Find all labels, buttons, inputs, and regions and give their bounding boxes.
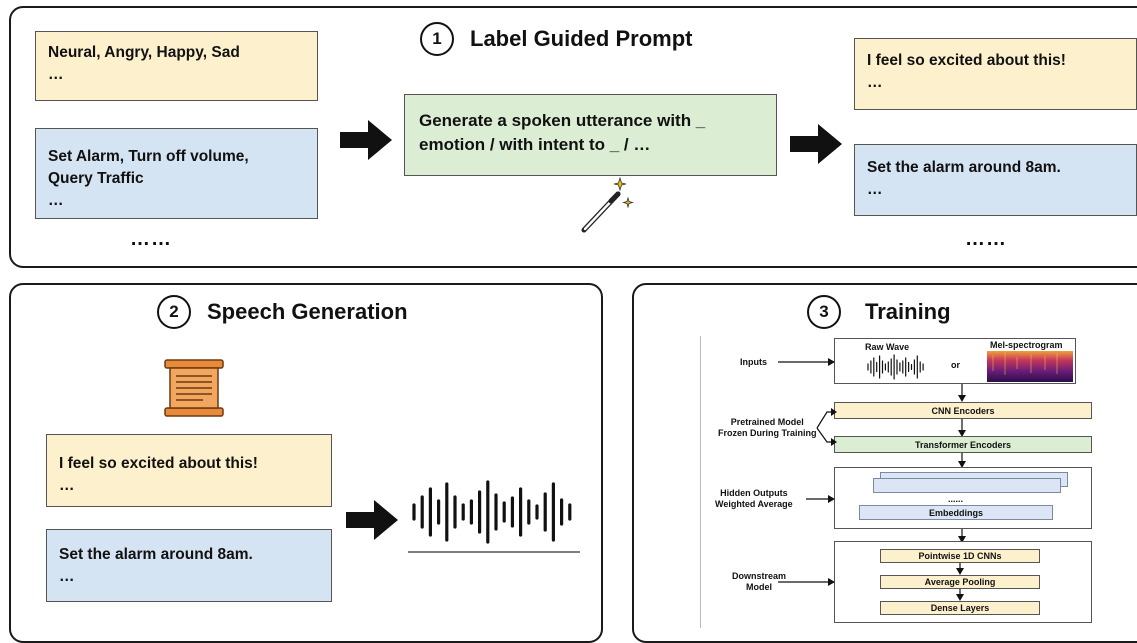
section3-title-text: Training bbox=[865, 299, 951, 324]
flow-arrow bbox=[956, 563, 964, 575]
speech-text-1: I feel so excited about this! bbox=[59, 455, 258, 472]
mel-spectrogram-label: Mel-spectrogram bbox=[990, 340, 1063, 350]
generated-intent-text: Set the alarm around 8am. bbox=[867, 159, 1061, 176]
right-ellipsis: …… bbox=[965, 228, 1007, 250]
left-ellipsis: …… bbox=[130, 228, 172, 250]
section2-title: 2 Speech Generation bbox=[157, 295, 408, 329]
dense-layers-box: Dense Layers bbox=[880, 601, 1040, 615]
embedding-layer-middle bbox=[873, 478, 1061, 493]
transformer-encoders-box: Transformer Encoders bbox=[834, 436, 1092, 453]
generated-intent-more: … bbox=[867, 181, 883, 198]
intent-labels-box: Set Alarm, Turn off volume, Query Traffi… bbox=[35, 128, 318, 219]
section3-number: 3 bbox=[807, 295, 841, 329]
speech-text-2-more: … bbox=[59, 568, 75, 585]
raw-wave-label: Raw Wave bbox=[865, 342, 910, 352]
generated-intent-text-box: Set the alarm around 8am. … bbox=[854, 144, 1137, 216]
magic-wand-icon bbox=[581, 176, 634, 233]
emotion-labels-more: … bbox=[48, 66, 64, 83]
section1-number: 1 bbox=[420, 22, 454, 56]
speech-text-box-2: Set the alarm around 8am. … bbox=[46, 529, 332, 602]
section1-title-text: Label Guided Prompt bbox=[470, 26, 693, 51]
raw-waveform-icon bbox=[867, 354, 924, 380]
flow-arrow bbox=[958, 529, 966, 543]
or-label: or bbox=[951, 360, 960, 370]
arrow-right-icon bbox=[340, 120, 392, 160]
downstream-arrow bbox=[778, 578, 835, 586]
speech-text-1-more: … bbox=[59, 477, 75, 494]
pointwise-cnn-box: Pointwise 1D CNNs bbox=[880, 549, 1040, 563]
inputs-label: Inputs bbox=[740, 357, 767, 367]
pretrained-label: Pretrained Model Frozen During Training bbox=[718, 417, 817, 438]
flow-arrow bbox=[958, 419, 966, 437]
section3-title: 3 Training bbox=[807, 295, 951, 329]
section1-title: 1 Label Guided Prompt bbox=[420, 22, 692, 56]
speech-text-2: Set the alarm around 8am. bbox=[59, 546, 253, 563]
waveform-icon bbox=[408, 480, 580, 553]
mel-texture bbox=[992, 353, 1058, 375]
section2-title-text: Speech Generation bbox=[207, 299, 408, 324]
average-pooling-box: Average Pooling bbox=[880, 575, 1040, 589]
hidden-outputs-arrow bbox=[806, 495, 835, 503]
arrow-right-icon bbox=[346, 500, 398, 540]
mel-spectrogram-image bbox=[987, 351, 1073, 382]
emotion-labels-box: Neural, Angry, Happy, Sad … bbox=[35, 31, 318, 101]
intent-labels-text-1: Set Alarm, Turn off volume, bbox=[48, 148, 249, 165]
prompt-template-line-1: Generate a spoken utterance with _ bbox=[419, 111, 706, 130]
section2-number: 2 bbox=[157, 295, 191, 329]
flow-arrow bbox=[956, 589, 964, 601]
prompt-template-line-2: emotion / with intent to _ / … bbox=[419, 135, 651, 154]
inputs-arrow bbox=[778, 358, 835, 366]
speech-text-box-1: I feel so excited about this! … bbox=[46, 434, 332, 507]
embeddings-dots: ...... bbox=[948, 494, 964, 504]
intent-labels-more: … bbox=[48, 192, 64, 209]
training-diagram bbox=[700, 336, 1137, 628]
scroll-icon bbox=[164, 359, 224, 417]
prompt-template-box: Generate a spoken utterance with _ emoti… bbox=[404, 94, 777, 176]
embeddings-box: Embeddings bbox=[859, 505, 1053, 520]
pretrained-bracket-arrows bbox=[816, 408, 837, 446]
flow-arrow bbox=[958, 453, 966, 468]
downstream-label: Downstream Model bbox=[732, 571, 787, 592]
flow-arrow bbox=[958, 384, 966, 402]
hidden-outputs-label: Hidden Outputs Weighted Average bbox=[715, 488, 793, 509]
generated-emotion-text: I feel so excited about this! bbox=[867, 52, 1066, 69]
intent-labels-text-2: Query Traffic bbox=[48, 170, 144, 187]
cnn-encoders-box: CNN Encoders bbox=[834, 402, 1092, 419]
generated-emotion-text-box: I feel so excited about this! … bbox=[854, 38, 1137, 110]
generated-emotion-more: … bbox=[867, 74, 883, 91]
arrow-right-icon bbox=[790, 124, 842, 164]
emotion-labels-text: Neural, Angry, Happy, Sad bbox=[48, 44, 240, 61]
